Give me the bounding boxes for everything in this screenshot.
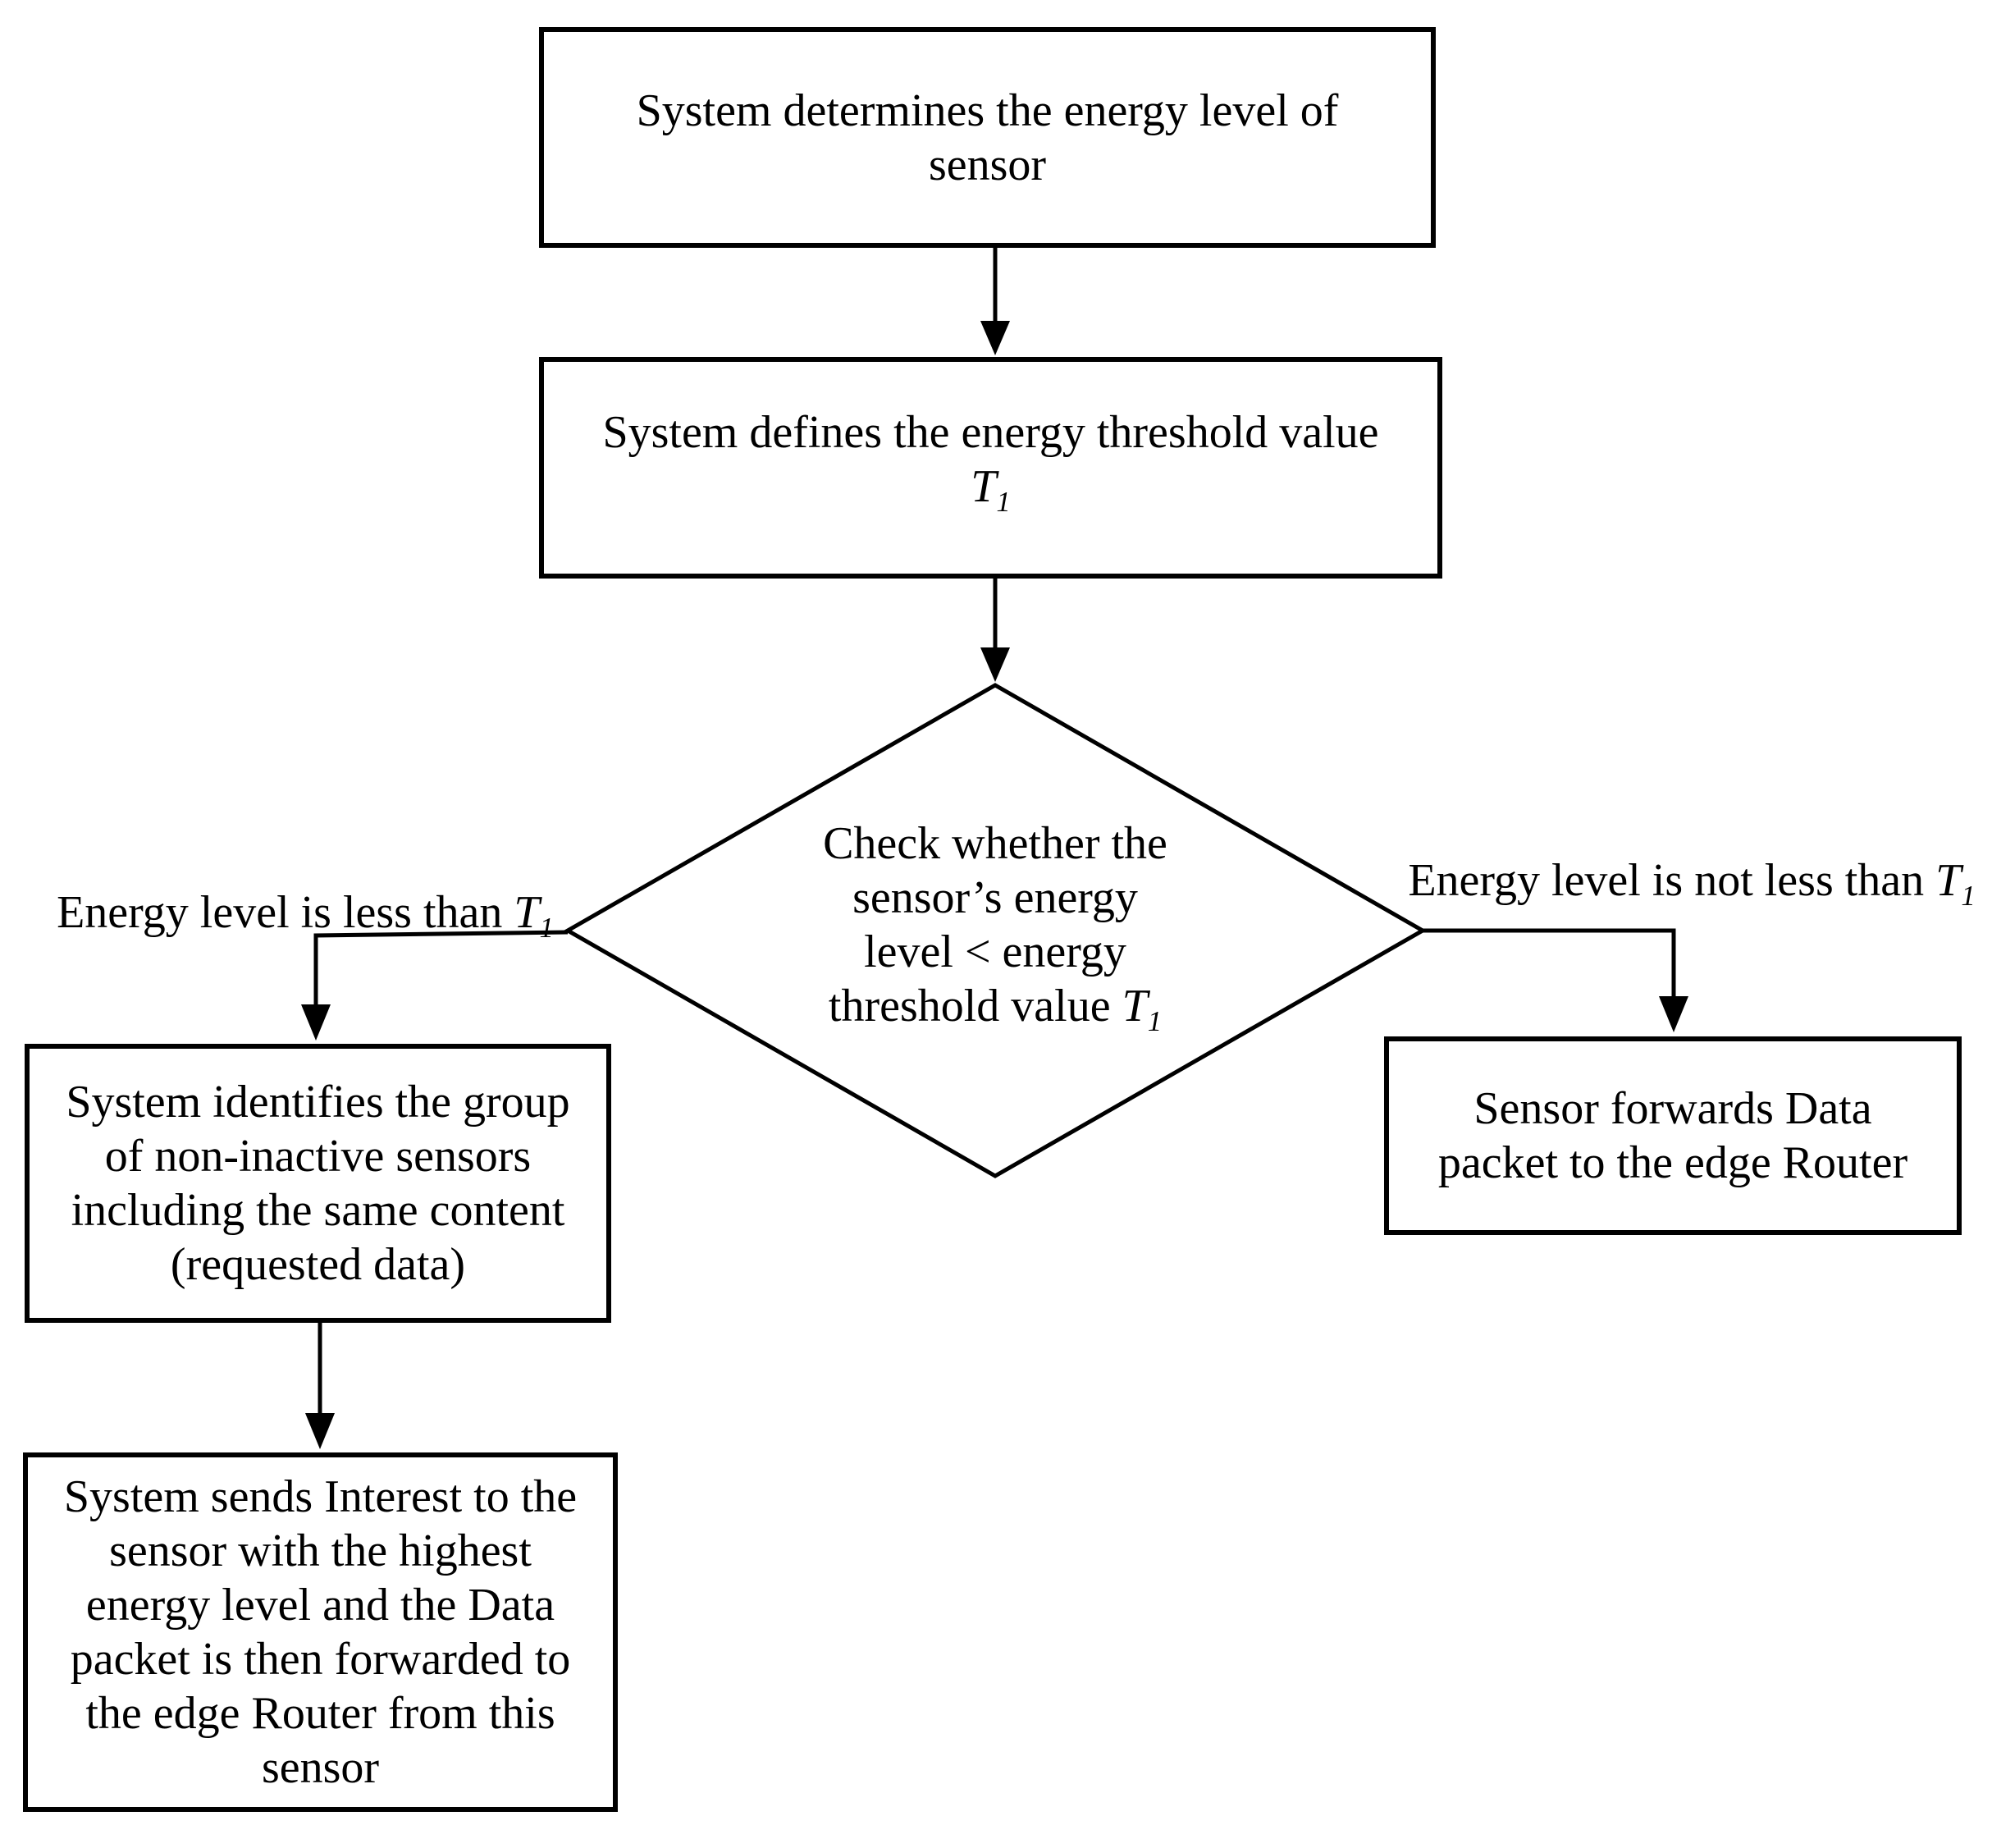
node-forward-packet-line2: packet to the edge Router <box>1437 1137 1908 1188</box>
decision-diamond-text: Check whether the sensor’s energy level … <box>724 818 1266 1041</box>
node-identify-group: System identifies the group of non-inact… <box>25 1044 611 1323</box>
yes-branch-label: Energy level is less than T1 <box>57 887 554 945</box>
arrow-determine-to-define-head <box>980 321 1010 355</box>
node-define-threshold: System defines the energy threshold valu… <box>539 357 1442 579</box>
decision-line2: sensor’s energy <box>852 872 1138 924</box>
node-determine-energy-line2: sensor <box>928 139 1047 190</box>
no-branch-arrow-head <box>1659 996 1688 1032</box>
node-define-threshold-line2: T1 <box>971 460 1011 529</box>
t1-symbol: T1 <box>1122 981 1163 1038</box>
arrow-identify-to-send-head <box>305 1413 335 1449</box>
decision-line4: threshold value T1 <box>828 981 1163 1038</box>
node-forward-packet: Sensor forwards Data packet to the edge … <box>1384 1036 1962 1235</box>
arrow-define-to-decision-head <box>980 647 1010 682</box>
node-determine-energy: System determines the energy level of se… <box>539 27 1436 248</box>
node-send-interest-line2: sensor with the highest <box>109 1526 532 1576</box>
yes-branch-connector <box>313 930 569 1006</box>
no-branch-connector <box>1423 928 1676 998</box>
node-identify-group-line4: (requested data) <box>170 1239 466 1290</box>
decision-line1: Check whether the <box>823 818 1167 870</box>
node-define-threshold-line1: System defines the energy threshold valu… <box>602 407 1379 459</box>
node-send-interest: System sends Interest to the sensor with… <box>23 1452 618 1812</box>
t1-symbol: T1 <box>971 461 1011 519</box>
decision-diamond-shape <box>563 683 1428 1178</box>
t1-symbol: T1 <box>1935 855 1976 913</box>
no-branch-label: Energy level is not less than T1 <box>1408 855 1976 913</box>
node-send-interest-line5: the edge Router from this <box>85 1688 555 1739</box>
decision-line3: level < energy <box>864 926 1126 978</box>
node-forward-packet-line1: Sensor forwards Data <box>1473 1083 1872 1134</box>
node-determine-energy-line1: System determines the energy level of <box>636 85 1339 136</box>
node-send-interest-line1: System sends Interest to the <box>63 1471 578 1522</box>
node-identify-group-line2: of non-inactive sensors <box>104 1131 532 1182</box>
node-send-interest-line4: packet is then forwarded to <box>70 1634 571 1685</box>
node-send-interest-line6: sensor <box>261 1742 380 1793</box>
t1-symbol: T1 <box>514 887 554 945</box>
yes-branch-arrow-head <box>301 1004 331 1041</box>
node-send-interest-line3: energy level and the Data <box>85 1580 555 1631</box>
node-identify-group-line1: System identifies the group <box>66 1077 570 1128</box>
node-identify-group-line3: including the same content <box>71 1185 565 1236</box>
